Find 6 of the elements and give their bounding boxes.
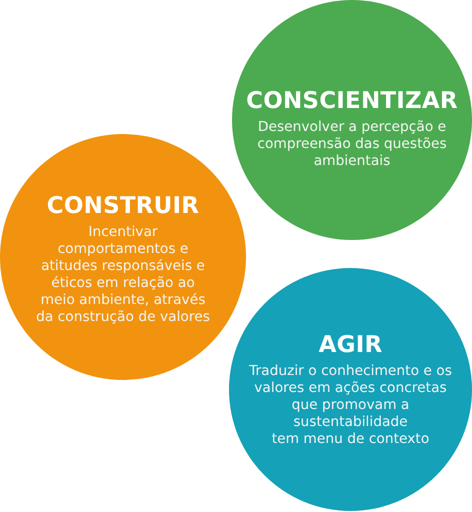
circle-heading: AGIR [318, 331, 382, 359]
circle-description: tem menu de contexto [270, 431, 430, 448]
circle-heading: CONSCIENTIZAR [246, 87, 458, 115]
circle-description: Desenvolver a percepção e compreensão das questões ambientais [256, 119, 448, 170]
circle-heading: CONSTRUIR [46, 192, 200, 220]
circle-description: Incentivar comportamentos e atitudes responsáveis e éticos em relação ao meio ambiente, através da construção de valores [35, 224, 211, 326]
